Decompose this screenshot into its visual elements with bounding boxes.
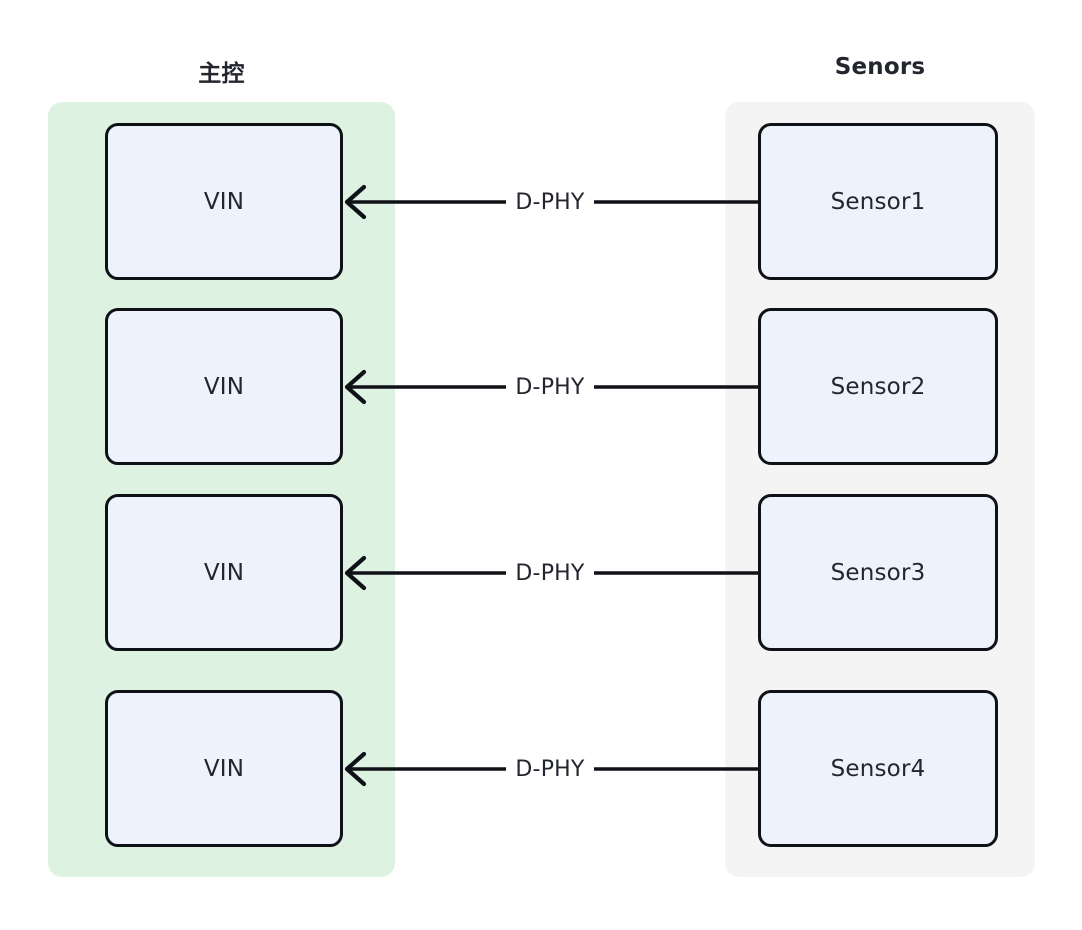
- group-title-sensors: Senors: [834, 54, 926, 80]
- edge-label-wrapper: D-PHY: [340, 170, 760, 234]
- node-label: Sensor1: [830, 188, 926, 215]
- node-label: Sensor4: [830, 755, 926, 782]
- node-vin-1[interactable]: VIN: [105, 123, 343, 280]
- edge-label-wrapper: D-PHY: [340, 541, 760, 605]
- node-label: Sensor2: [830, 373, 926, 400]
- node-vin-2[interactable]: VIN: [105, 308, 343, 465]
- node-vin-4[interactable]: VIN: [105, 690, 343, 847]
- node-label: VIN: [203, 373, 245, 400]
- node-vin-3[interactable]: VIN: [105, 494, 343, 651]
- node-sensor-1[interactable]: Sensor1: [758, 123, 998, 280]
- edge-label-wrapper: D-PHY: [340, 355, 760, 419]
- edge-sensor1-to-vin1: D-PHY: [340, 170, 760, 234]
- edge-label: D-PHY: [506, 189, 594, 215]
- node-sensor-3[interactable]: Sensor3: [758, 494, 998, 651]
- edge-label-wrapper: D-PHY: [340, 737, 760, 801]
- node-label: VIN: [203, 188, 245, 215]
- node-label: VIN: [203, 755, 245, 782]
- group-title-host: 主控: [198, 61, 245, 87]
- edge-sensor3-to-vin3: D-PHY: [340, 541, 760, 605]
- node-sensor-4[interactable]: Sensor4: [758, 690, 998, 847]
- edge-label: D-PHY: [506, 756, 594, 782]
- node-label: Sensor3: [830, 559, 926, 586]
- edge-sensor4-to-vin4: D-PHY: [340, 737, 760, 801]
- edge-label: D-PHY: [506, 374, 594, 400]
- node-sensor-2[interactable]: Sensor2: [758, 308, 998, 465]
- node-label: VIN: [203, 559, 245, 586]
- edge-sensor2-to-vin2: D-PHY: [340, 355, 760, 419]
- edge-label: D-PHY: [506, 560, 594, 586]
